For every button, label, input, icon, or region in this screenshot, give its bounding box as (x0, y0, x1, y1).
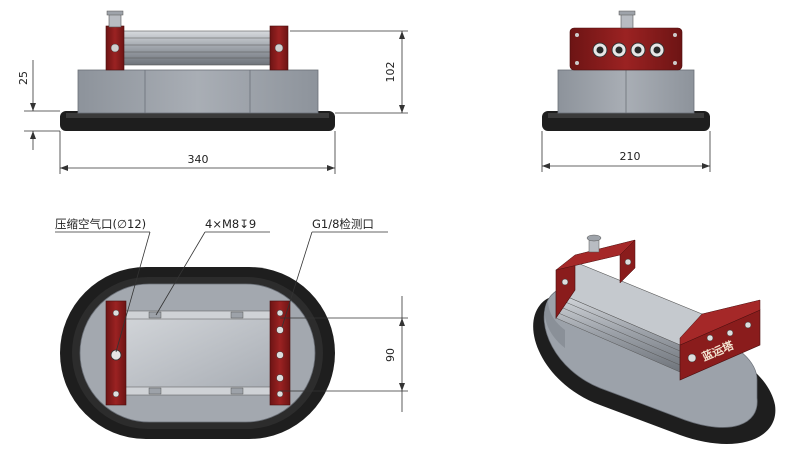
front-base-highlight (66, 113, 329, 118)
top-view: 压缩空气口(∅12) 4×M8↧9 G1/8检测口 90 (55, 217, 408, 439)
front-body (77, 69, 319, 114)
front-view: 102 25 340 (17, 10, 408, 174)
top-rod-upper (123, 310, 277, 320)
dim-total-height: 102 (384, 62, 397, 83)
dim-slot-spacing: 90 (384, 348, 397, 362)
dim-front-width: 340 (188, 153, 209, 166)
top-work-plate (119, 316, 281, 392)
dim-side-width: 210 (620, 150, 641, 163)
top-test-port (276, 326, 284, 334)
callout-mount-holes: 4×M8↧9 (205, 217, 256, 231)
isometric-view: 蓝运塔 (533, 234, 776, 444)
callout-air-port: 压缩空气口(∅12) (55, 217, 146, 231)
front-cylinder-bars (121, 30, 273, 66)
front-right-clamp-bolt (274, 43, 284, 53)
top-rod-lower (123, 386, 277, 396)
dim-step-height: 25 (17, 71, 30, 85)
callout-test-port: G1/8检测口 (312, 217, 374, 231)
front-left-clamp-bolt (110, 43, 120, 53)
top-air-port (110, 349, 122, 361)
side-view: 210 (541, 10, 711, 172)
side-port-row (592, 42, 665, 58)
